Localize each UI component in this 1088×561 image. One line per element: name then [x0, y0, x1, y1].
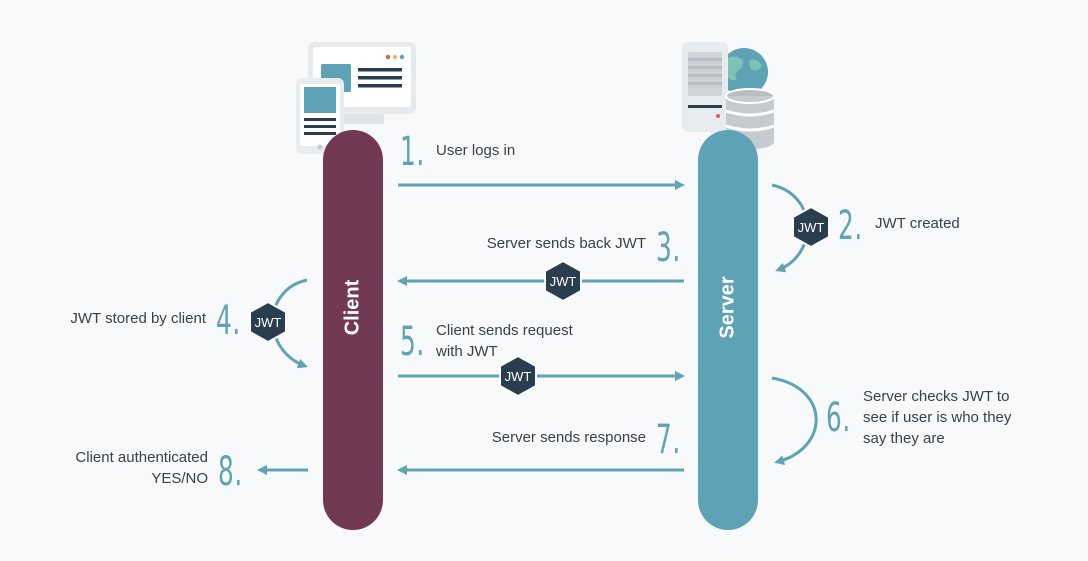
- curved-arrow-step-6: [771, 376, 818, 466]
- server-lane-label: Server: [716, 276, 739, 339]
- step-2-text: JWT created: [875, 215, 960, 232]
- step-5-number: 5.: [400, 319, 425, 365]
- step-3-text: Server sends back JWT: [486, 235, 646, 252]
- step-5-text: Client sends request with JWT: [436, 322, 573, 360]
- jwt-badge-step-4: [249, 300, 287, 344]
- step-4-number: 4.: [216, 298, 241, 344]
- step-8-text: Client authenticated YES/NO: [75, 449, 208, 487]
- client-lane: [323, 130, 383, 530]
- step-7-text: Server sends response: [491, 429, 646, 446]
- client-devices-icon: [296, 42, 416, 154]
- jwt-badge-step-5: [499, 354, 537, 398]
- jwt-badge-text-5: JWT: [504, 369, 532, 384]
- jwt-badge-step-2: [792, 205, 830, 249]
- server-lane: [698, 130, 758, 530]
- step-1-text: User logs in: [436, 142, 516, 159]
- step-6-number: 6.: [826, 395, 851, 441]
- client-lane-label: Client: [341, 279, 364, 336]
- jwt-badge-text-3: JWT: [549, 274, 577, 289]
- step-7-number: 7.: [656, 417, 681, 463]
- step-4-text: JWT stored by client: [70, 310, 206, 327]
- step-6-text: Server checks JWT to see if user is who …: [863, 388, 1012, 447]
- step-3-number: 3.: [656, 225, 681, 271]
- jwt-badge-text-4: JWT: [254, 315, 282, 330]
- jwt-badge-step-3: [544, 259, 582, 303]
- step-2-number: 2.: [838, 203, 863, 249]
- step-1-number: 1.: [400, 129, 425, 175]
- step-8-number: 8.: [218, 449, 243, 495]
- jwt-badge-text-2: JWT: [797, 220, 825, 235]
